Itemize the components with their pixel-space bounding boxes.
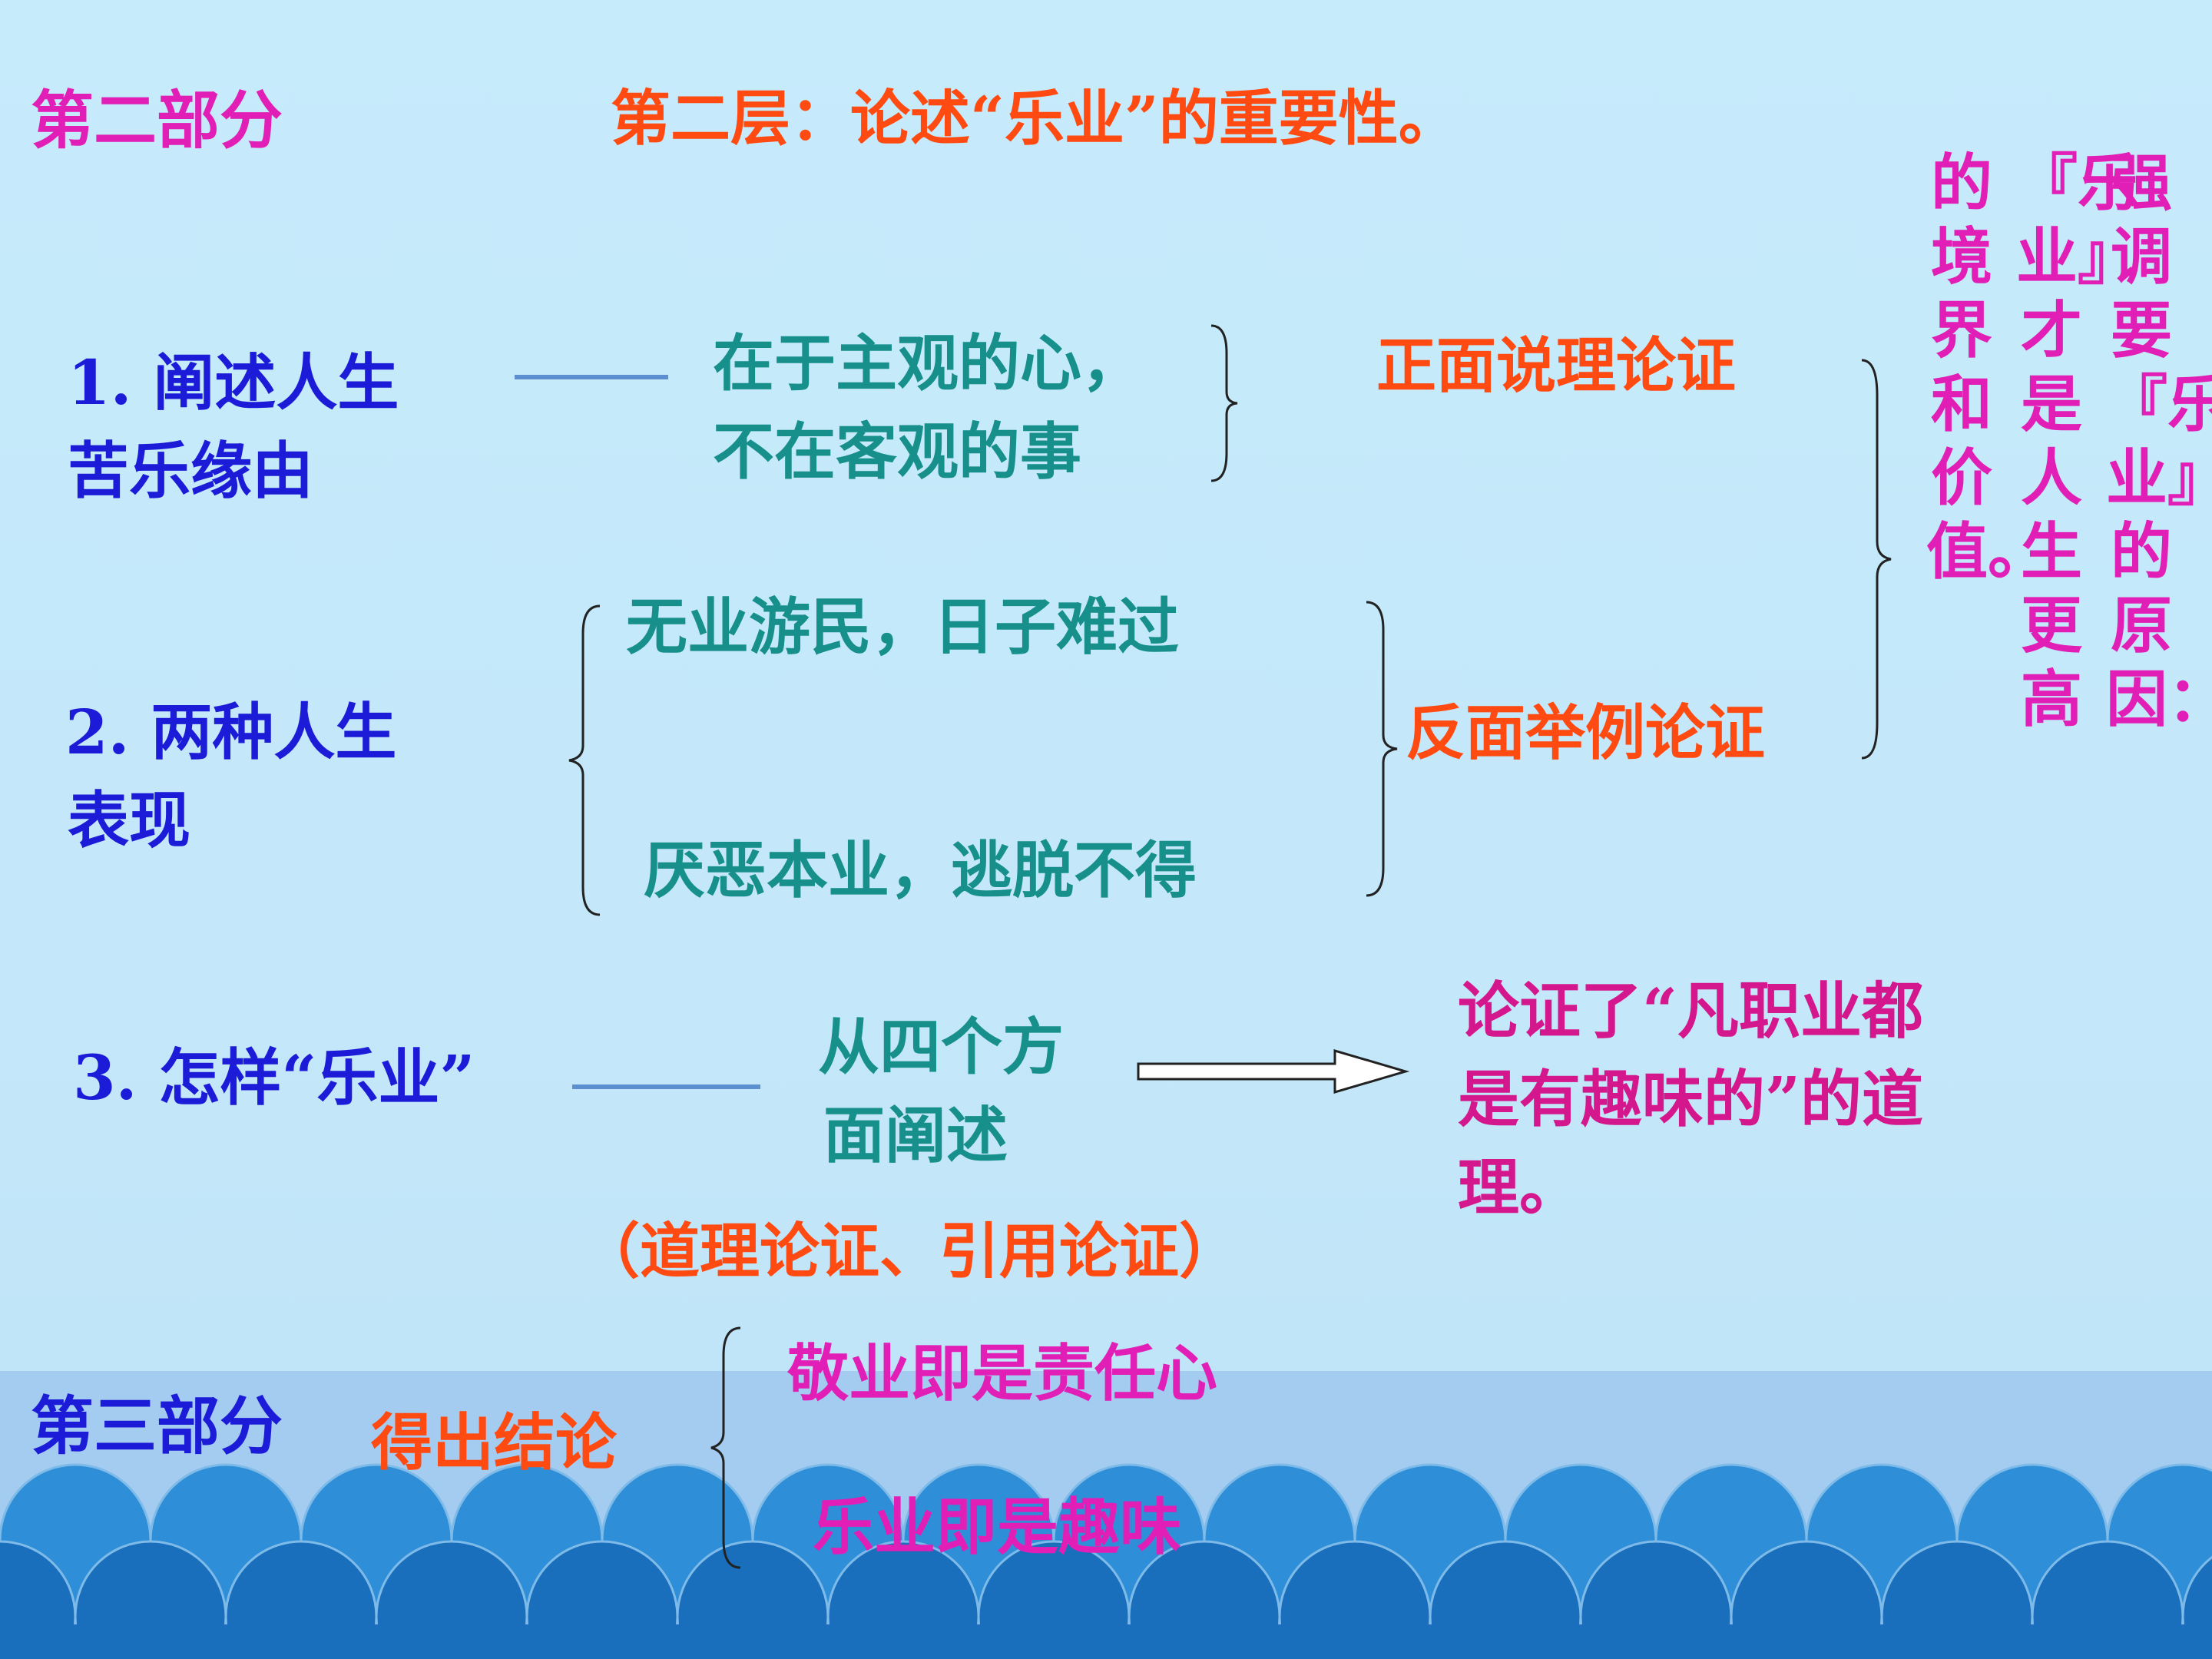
result-arrow xyxy=(1137,1048,1410,1094)
section2-right-brace xyxy=(1366,601,1398,897)
section1-right-brace xyxy=(1210,324,1238,482)
section3-result-line2: 是有趣味的”的道 xyxy=(1458,1063,1924,1135)
section2-left-brace xyxy=(568,604,601,916)
section2-case1: 无业游民，日子难过 xyxy=(626,591,1179,663)
section1-connector xyxy=(515,375,668,379)
section1-method: 正面说理论证 xyxy=(1376,331,1737,401)
section3-point-line2: 面阐述 xyxy=(823,1099,1008,1171)
wave-decoration xyxy=(0,1463,2212,1659)
section3-label: 3. 怎样“乐业” xyxy=(73,1041,475,1114)
section3-result-line1: 论证了“凡职业都 xyxy=(1458,975,1924,1047)
side-note-column-1: 强调要『乐业』的原因： xyxy=(2106,147,2212,735)
section2-label-line2: 表现 xyxy=(68,784,190,856)
part-three-point2: 乐业即是趣味 xyxy=(813,1491,1181,1563)
part-two-label: 第二部分 xyxy=(31,84,283,157)
section3-point-line1: 从四个方 xyxy=(818,1011,1064,1083)
section1-point-line2: 不在客观的事 xyxy=(713,416,1081,488)
side-note-column-2: 『乐业』才是人生更高 xyxy=(2016,147,2139,735)
section1-label-line1: 1. 阐述人生 xyxy=(68,346,399,419)
part-three-label: 第三部分 xyxy=(31,1389,283,1463)
conclusion-left-brace xyxy=(710,1326,741,1569)
section2-label-line1: 2. 两种人生 xyxy=(65,696,397,768)
side-note-column-3: 的境界和价值。 xyxy=(1926,147,2049,588)
wave-base xyxy=(0,1624,2212,1659)
section1-point-line1: 在于主观的心， xyxy=(713,327,1143,399)
section2-method: 反面举例论证 xyxy=(1406,698,1766,768)
part-three-point1: 敬业即是责任心 xyxy=(787,1337,1217,1409)
section3-connector xyxy=(572,1084,760,1089)
section3-result-line3: 理。 xyxy=(1458,1151,1581,1224)
section2-case2: 厌恶本业，逃脱不得 xyxy=(644,834,1197,906)
methods-right-brace xyxy=(1861,359,1892,760)
section1-label-line2: 苦乐缘由 xyxy=(68,435,313,507)
part-three-conclusion: 得出结论 xyxy=(371,1406,617,1479)
layer-title: 第二层：论述“乐业”的重要性。 xyxy=(611,84,1459,154)
section3-methods: （道理论证、引用论证） xyxy=(580,1217,1240,1286)
